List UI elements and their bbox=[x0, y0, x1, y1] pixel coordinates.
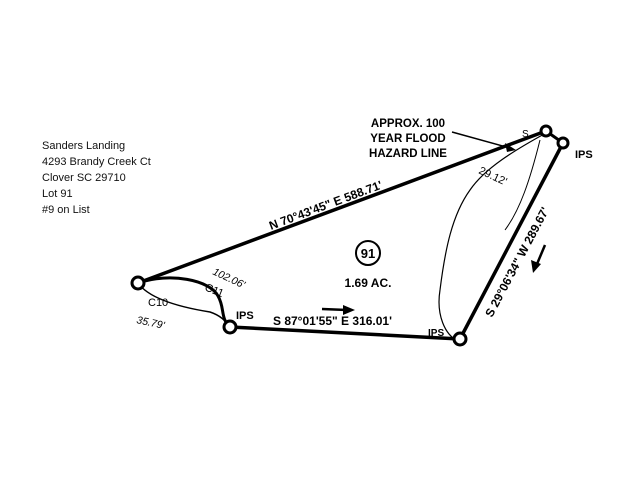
ips-label-southwest: IPS bbox=[236, 310, 254, 322]
ips-label-southeast: IPS bbox=[428, 328, 444, 339]
city-state-zip: Clover SC 29710 bbox=[42, 172, 126, 184]
south-boundary-line bbox=[229, 325, 461, 341]
flood-leader-line bbox=[451, 131, 511, 149]
corner-pin-southwest bbox=[222, 319, 238, 335]
east-direction-arrowhead bbox=[531, 260, 541, 273]
address-block: Sanders Landing 4293 Brandy Creek Ct Clo… bbox=[42, 138, 151, 218]
corner-pin-north bbox=[539, 124, 553, 138]
lot-area: 1.69 AC. bbox=[345, 276, 392, 290]
list-note: #9 on List bbox=[42, 204, 90, 216]
curve-c10-distance: 35.79' bbox=[135, 314, 166, 332]
curve-c11-label: C11 bbox=[203, 282, 225, 300]
east-bearing-label: S 29°06'34" W 289.67' bbox=[482, 205, 552, 320]
lot-number: 91 bbox=[361, 246, 375, 261]
flood-hazard-line-branch bbox=[504, 139, 541, 231]
corner-pin-southeast bbox=[452, 331, 468, 347]
corner-pin-west bbox=[130, 275, 146, 291]
flood-hazard-line bbox=[438, 132, 547, 342]
flood-label-line-3: HAZARD LINE bbox=[369, 148, 447, 160]
east-direction-arrow-shaft bbox=[535, 244, 547, 265]
east-boundary-line bbox=[458, 142, 565, 340]
north-bearing-label: N 70°43'45" E 588.71' bbox=[267, 178, 384, 233]
south-direction-arrow-shaft bbox=[321, 307, 348, 312]
subdivision-name: Sanders Landing bbox=[42, 140, 126, 152]
lot-label: Lot 91 bbox=[42, 188, 73, 200]
corner-pin-northeast bbox=[556, 136, 570, 150]
south-direction-arrowhead bbox=[343, 305, 355, 315]
flood-distance-label: 29.12' bbox=[477, 165, 509, 188]
ips-label-northeast: IPS bbox=[575, 149, 593, 161]
curve-c10-label: C10 bbox=[148, 297, 168, 309]
curve-c11 bbox=[137, 276, 232, 329]
lot-number-circle bbox=[355, 240, 381, 266]
south-bearing-label: S 87°01'55" E 316.01' bbox=[273, 314, 392, 328]
flood-label-line-2: YEAR FLOOD bbox=[370, 133, 445, 145]
flood-leader-arrowhead bbox=[505, 143, 516, 152]
north-boundary-line bbox=[137, 129, 547, 285]
s-mark-label: S bbox=[522, 129, 529, 140]
flood-label-line-1: APPROX. 100 bbox=[371, 118, 445, 130]
street-address: 4293 Brandy Creek Ct bbox=[42, 156, 151, 168]
